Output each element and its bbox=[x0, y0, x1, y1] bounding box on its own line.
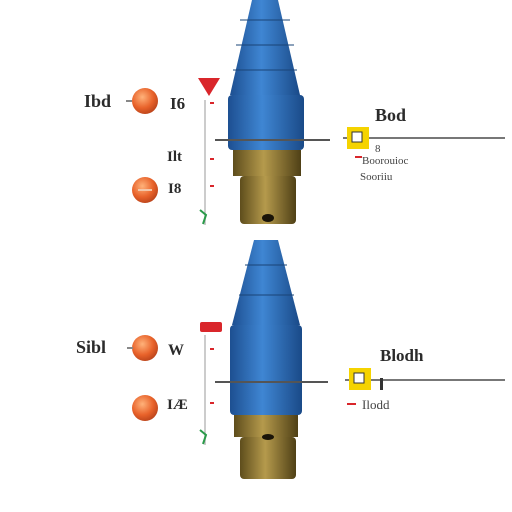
right-label: W bbox=[168, 342, 184, 359]
orange-knob bbox=[132, 177, 158, 203]
caption-label: Sooriiu bbox=[360, 171, 393, 183]
orange-knob bbox=[132, 395, 158, 421]
left-label: Ilt bbox=[167, 149, 182, 165]
caption-label: 8 bbox=[375, 143, 381, 155]
orange-knob bbox=[126, 88, 158, 114]
caption-label: Boorouioc bbox=[362, 155, 409, 167]
title-label: Blodh bbox=[380, 346, 424, 365]
right-label: I8 bbox=[168, 181, 182, 197]
top-diagram-drawing bbox=[126, 0, 505, 225]
red-marker bbox=[200, 322, 222, 332]
bottom-diagram-panel: Sibl W IÆ Blodh Ilodd bbox=[0, 240, 512, 496]
red-marker bbox=[198, 78, 220, 96]
right-label: IÆ bbox=[167, 397, 188, 413]
left-label: Sibl bbox=[76, 337, 107, 357]
connector-body bbox=[230, 240, 302, 479]
top-diagram-panel: Ibd Ilt I6 I8 Bod 8 Boorouioc Sooriiu bbox=[84, 0, 505, 225]
left-label: Ibd bbox=[84, 91, 112, 111]
bottom-diagram-drawing bbox=[127, 240, 505, 479]
right-label: I6 bbox=[170, 94, 186, 113]
title-label: Bod bbox=[375, 105, 407, 125]
connector-body bbox=[228, 0, 304, 224]
orange-knob bbox=[127, 335, 158, 361]
caption-label: Ilodd bbox=[362, 397, 390, 412]
yellow-flag bbox=[347, 127, 369, 158]
yellow-flag bbox=[347, 368, 383, 405]
